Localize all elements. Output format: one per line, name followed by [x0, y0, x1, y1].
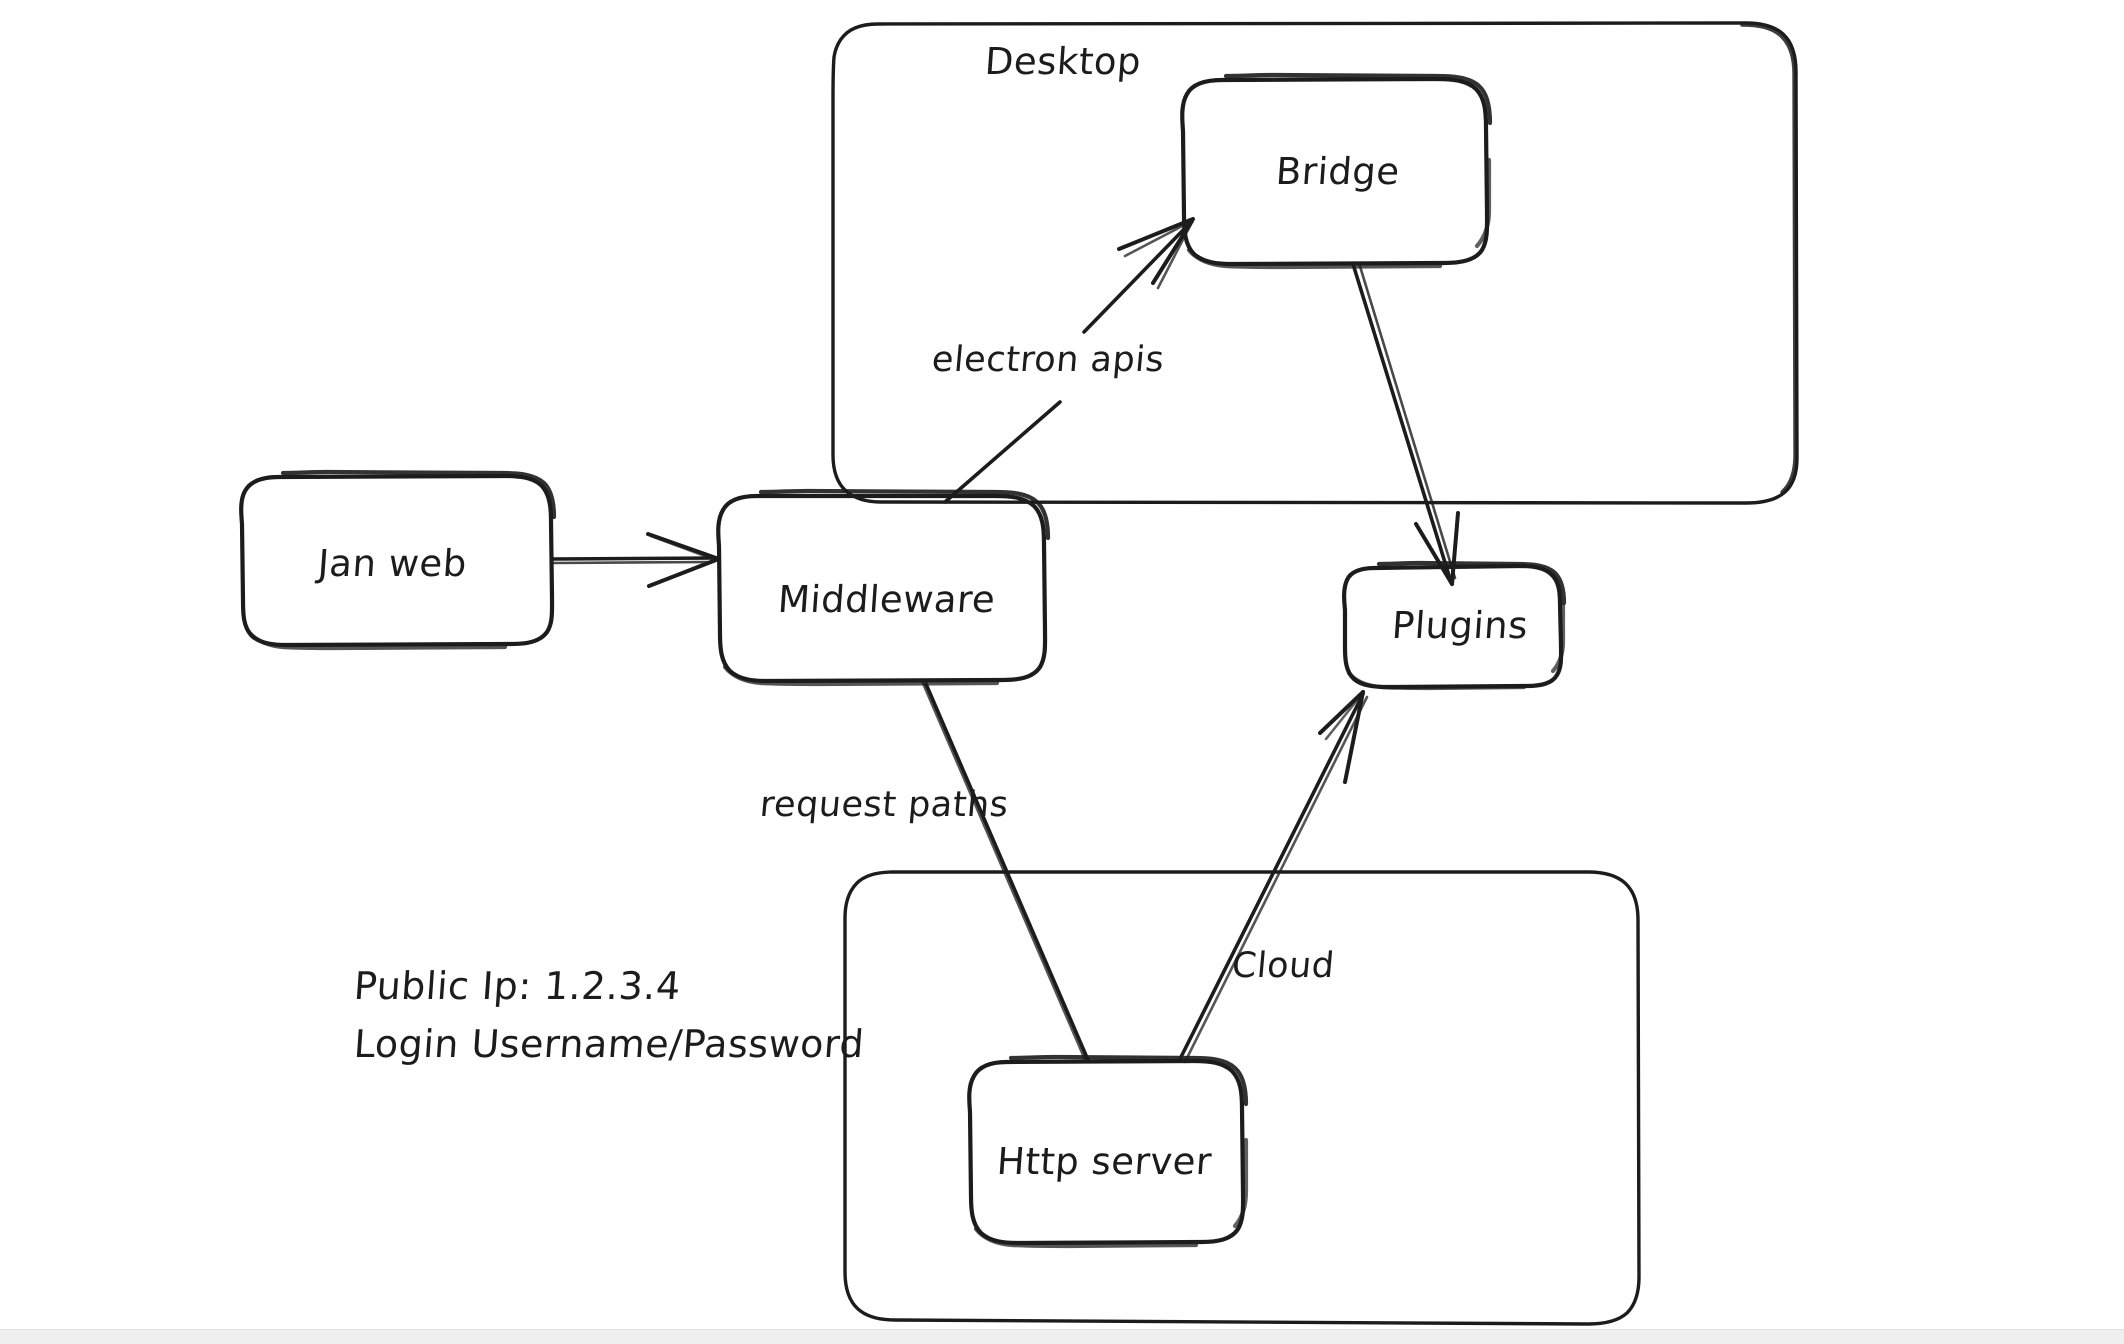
edge-middleware-to-bridge[interactable]: [943, 217, 1195, 504]
edge-middleware-to-http-server[interactable]: [920, 679, 1090, 1064]
group-label-desktop: Desktop: [983, 40, 1143, 83]
node-middleware-outline[interactable]: [716, 488, 1051, 687]
group-cloud-outline[interactable]: [843, 870, 1641, 1326]
note-login-credentials: Login Username/Password: [352, 1022, 866, 1066]
node-plugins-outline[interactable]: [1342, 560, 1567, 691]
node-http-server-outline[interactable]: [967, 1054, 1249, 1249]
node-label-http-server: Http server: [995, 1140, 1214, 1183]
node-label-middleware: Middleware: [776, 578, 997, 621]
group-desktop-outline[interactable]: [831, 21, 1799, 505]
node-label-bridge: Bridge: [1274, 150, 1402, 193]
edge-label-cloud: Cloud: [1230, 946, 1337, 986]
note-public-ip: Public Ip: 1.2.3.4: [352, 964, 683, 1008]
edge-jan-web-to-middleware[interactable]: [551, 532, 720, 588]
edge-bridge-to-plugins[interactable]: [1351, 261, 1460, 586]
edge-label-electron-apis: electron apis: [930, 340, 1166, 380]
edge-label-request-paths: request paths: [758, 785, 1011, 825]
node-bridge-outline[interactable]: [1180, 72, 1493, 270]
edge-http-server-to-plugins[interactable]: [1178, 690, 1369, 1064]
node-label-plugins: Plugins: [1390, 604, 1530, 647]
node-jan-web-outline[interactable]: [239, 469, 557, 651]
bottom-edge-strip: [0, 1329, 2124, 1344]
node-label-jan-web: Jan web: [316, 542, 469, 585]
